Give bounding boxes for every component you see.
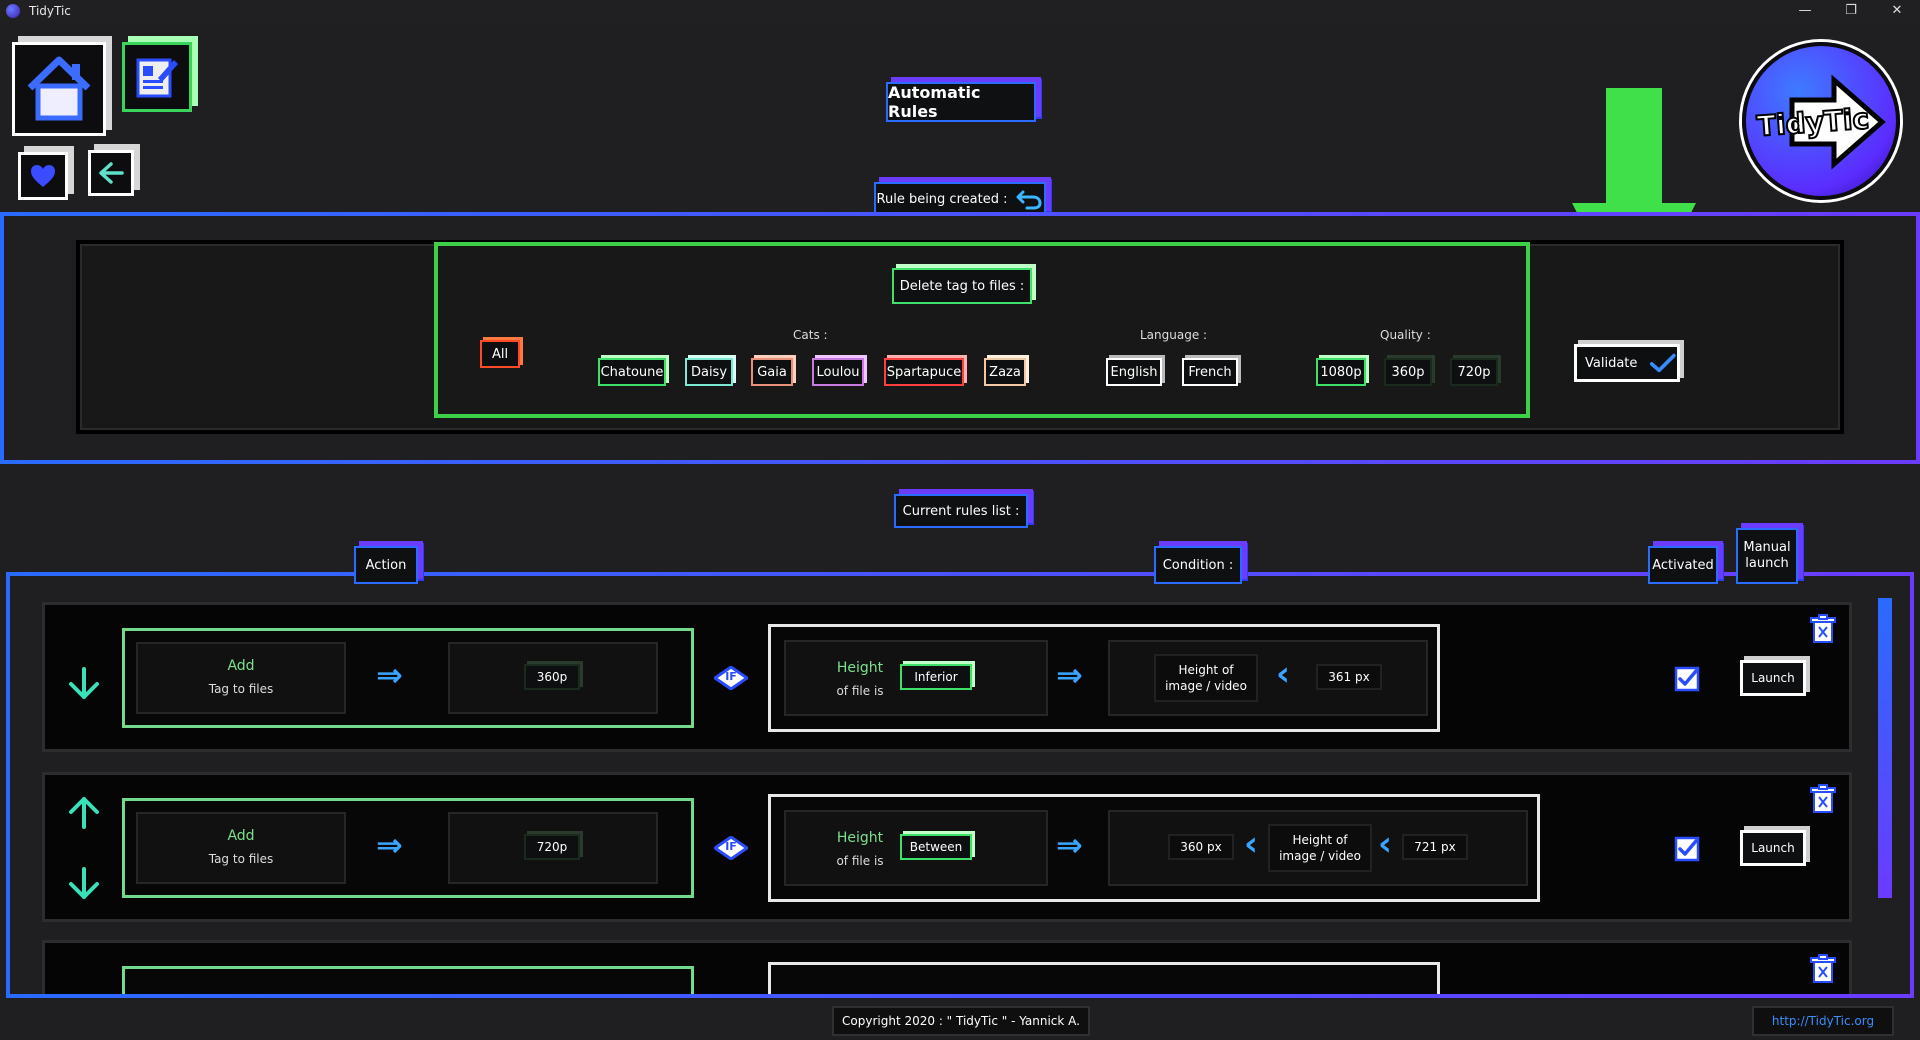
header-action: Action xyxy=(354,546,418,584)
cond-subject-2: of file is xyxy=(836,854,884,868)
action-label: Delete tag to files : xyxy=(892,268,1032,304)
minimize-button[interactable]: — xyxy=(1798,3,1812,18)
website-link[interactable]: http://TidyTic.org xyxy=(1752,1006,1894,1036)
move-up-icon[interactable] xyxy=(66,794,102,830)
arrow-right-icon: ⇒ xyxy=(1056,656,1083,694)
current-rules-list-label: Current rules list : xyxy=(894,494,1028,528)
action-value-tag[interactable]: 360p xyxy=(524,664,580,690)
home-icon xyxy=(27,56,91,121)
cond-subject-2: of file is xyxy=(836,684,884,698)
action-verb-box xyxy=(136,812,346,884)
trash-icon[interactable] xyxy=(1810,784,1836,814)
cond-a: Height of image / video xyxy=(1279,833,1361,863)
tag-chatoune[interactable]: Chatoune xyxy=(598,358,666,386)
app-icon xyxy=(6,4,20,18)
restore-button[interactable]: ❐ xyxy=(1845,3,1857,18)
cond-subject: Height xyxy=(836,660,884,676)
cond-operator-tag[interactable]: Inferior xyxy=(900,664,972,690)
move-down-icon[interactable] xyxy=(66,666,102,702)
heart-icon xyxy=(31,165,55,187)
action-verb: Add xyxy=(227,658,255,674)
arrow-right-icon: ⇒ xyxy=(1056,826,1083,864)
cond-subject: Height xyxy=(836,830,884,846)
activated-checkbox-icon[interactable] xyxy=(1674,666,1700,692)
checkmark-icon xyxy=(1650,353,1677,373)
if-diamond-icon xyxy=(714,836,748,860)
trash-icon[interactable] xyxy=(1810,614,1836,644)
cond-b-tag[interactable]: 361 px xyxy=(1316,664,1382,690)
if-diamond-icon xyxy=(714,666,748,690)
header-manual-launch: Manual launch xyxy=(1736,528,1798,584)
launch-button[interactable]: Launch xyxy=(1740,660,1806,696)
page-title: Automatic Rules xyxy=(886,82,1036,122)
tag-french[interactable]: French xyxy=(1182,358,1238,386)
validate-button[interactable]: Validate xyxy=(1574,344,1680,382)
cond-a-box xyxy=(1154,654,1258,702)
green-down-arrow-icon xyxy=(1572,88,1696,324)
quality-group-title: Quality : xyxy=(1380,328,1431,342)
window-title: TidyTic xyxy=(29,4,71,18)
validate-label: Validate xyxy=(1585,355,1638,371)
trash-icon[interactable] xyxy=(1810,954,1836,984)
rules-scrollbar[interactable] xyxy=(1878,598,1892,898)
language-group-title: Language : xyxy=(1140,328,1208,342)
tag-720p[interactable]: 720p xyxy=(1450,358,1498,386)
action-value-tag[interactable]: 720p xyxy=(524,834,580,860)
move-down-icon[interactable] xyxy=(66,866,102,902)
cond-a-box xyxy=(1268,824,1372,872)
less-than-icon: ‹ xyxy=(1244,824,1259,864)
arrow-left-icon xyxy=(99,162,124,184)
cats-group-title: Cats : xyxy=(793,328,828,342)
rule-being-created-label: Rule being created : xyxy=(874,182,1046,216)
favorites-button[interactable] xyxy=(18,152,68,200)
tag-1080p[interactable]: 1080p xyxy=(1316,358,1366,386)
arrow-right-icon: ⇒ xyxy=(376,826,403,864)
copyright-footer: Copyright 2020 : " TidyTic " - Yannick A… xyxy=(832,1006,1090,1036)
tag-all[interactable]: All xyxy=(480,340,520,368)
action-box-partial xyxy=(122,966,694,994)
arrow-right-icon: ⇒ xyxy=(376,656,403,694)
cond-subject-box xyxy=(784,640,1048,716)
tag-360p[interactable]: 360p xyxy=(1384,358,1432,386)
close-button[interactable]: ✕ xyxy=(1891,3,1903,18)
tag-gaia[interactable]: Gaia xyxy=(751,358,793,386)
undo-icon[interactable] xyxy=(1015,188,1043,210)
tag-spartapuce[interactable]: Spartapuce xyxy=(884,358,964,386)
action-verb: Add xyxy=(227,828,255,844)
if-badge: IF xyxy=(714,666,748,690)
home-button[interactable] xyxy=(12,42,106,136)
less-than-icon: ‹ xyxy=(1276,654,1291,694)
cond-a: Height of image / video xyxy=(1165,663,1247,693)
tag-english[interactable]: English xyxy=(1106,358,1162,386)
logo-arrow-icon xyxy=(1789,74,1886,170)
document-edit-icon xyxy=(136,58,178,98)
launch-button[interactable]: Launch xyxy=(1740,830,1806,866)
tidytic-logo: TidyTic xyxy=(1742,42,1900,200)
cond-operator-tag[interactable]: Between xyxy=(900,834,972,860)
header-condition: Condition : xyxy=(1154,546,1242,584)
rules-editor-button[interactable] xyxy=(122,42,192,112)
less-than-icon: ‹ xyxy=(1378,824,1393,864)
if-badge: IF xyxy=(714,836,748,860)
activated-checkbox-icon[interactable] xyxy=(1674,836,1700,862)
action-target: Tag to files xyxy=(208,852,274,866)
cond-b-tag[interactable]: 721 px xyxy=(1402,834,1468,860)
action-target: Tag to files xyxy=(208,682,274,696)
action-verb-box xyxy=(136,642,346,714)
tag-loulou[interactable]: Loulou xyxy=(812,358,864,386)
header-activated: Activated xyxy=(1648,546,1718,584)
back-button[interactable] xyxy=(88,150,134,196)
title-bar: TidyTic — ❐ ✕ xyxy=(0,0,1920,22)
tag-daisy[interactable]: Daisy xyxy=(685,358,733,386)
cond-low-tag[interactable]: 360 px xyxy=(1168,834,1234,860)
tag-zaza[interactable]: Zaza xyxy=(984,358,1026,386)
condition-box-partial xyxy=(768,962,1440,994)
